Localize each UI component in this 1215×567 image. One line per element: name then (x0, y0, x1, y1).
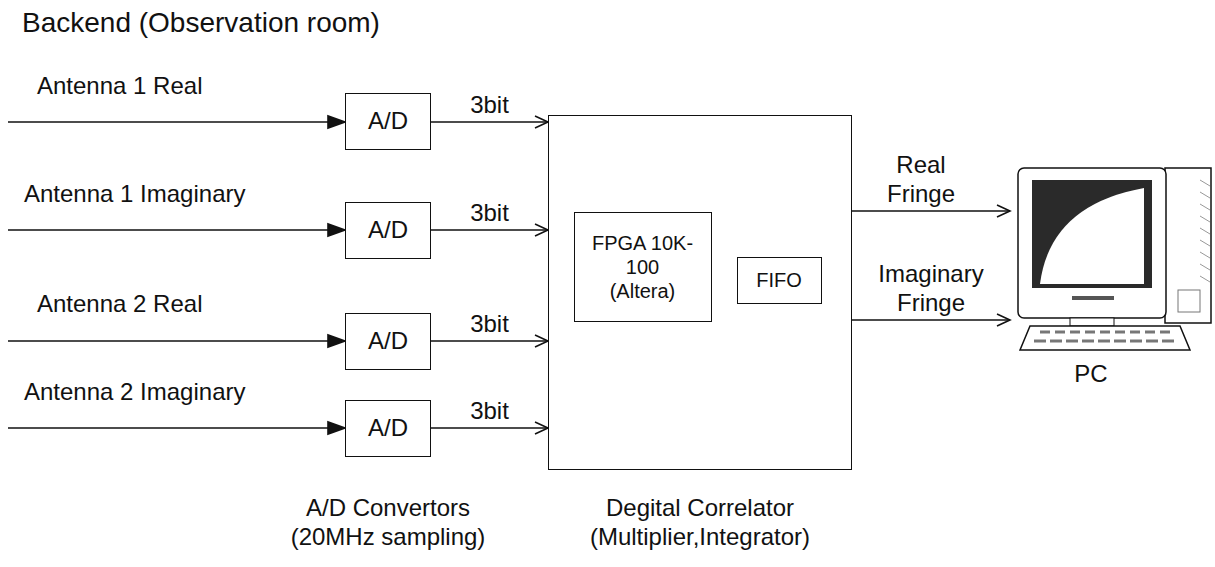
pc-tower (1165, 168, 1211, 323)
keyboard-keys (1100, 331, 1110, 334)
box-text: A/D (368, 414, 408, 443)
keyboard-keys (1040, 331, 1050, 334)
connector (852, 211, 1010, 212)
pc-illustration (1010, 160, 1215, 392)
tower-ridge (1200, 192, 1210, 198)
box-text: A/D (368, 327, 408, 356)
keyboard-keys (1115, 331, 1125, 334)
screen-curve (1040, 188, 1144, 284)
keyboard-keys (1162, 340, 1174, 343)
keyboard-keys (1146, 340, 1158, 343)
signal-name: Antenna 1 Real (37, 72, 202, 101)
keyboard-keys (1082, 340, 1094, 343)
connector-line (431, 229, 548, 231)
keyboard-keys (1114, 340, 1126, 343)
connector (852, 320, 1010, 321)
keyboard-keys (1066, 340, 1078, 343)
arrow-head (535, 422, 548, 434)
monitor-buttons (1072, 296, 1114, 300)
tower-ridge (1200, 180, 1210, 186)
keyboard-keys (1160, 331, 1170, 334)
connector (431, 230, 548, 231)
edge-label: Imaginary Fringe (869, 260, 993, 318)
tower-ridge (1200, 204, 1210, 210)
connector-line (431, 427, 548, 429)
edge-label: 3bit (455, 91, 525, 120)
connector (431, 341, 548, 342)
adc-box: A/D (345, 400, 431, 457)
keyboard-keys (1130, 331, 1140, 334)
tower-ridge (1200, 264, 1210, 270)
connector-line (431, 121, 548, 123)
tower-ridge (1200, 252, 1210, 258)
signal-name: Antenna 2 Real (37, 290, 202, 319)
box-text: FIFO (756, 268, 802, 292)
monitor-stand (1070, 318, 1114, 326)
box-text: FPGA 10K-100 (Altera) (591, 231, 695, 303)
adc-box: A/D (345, 202, 431, 259)
keyboard-keys (1098, 340, 1110, 343)
pc-label: PC (1060, 360, 1122, 389)
group-caption: A/D Convertors (20MHz sampling) (273, 494, 503, 552)
arrow-head (328, 335, 345, 347)
monitor-screen (1032, 180, 1152, 288)
box-caption: Degital Correlator (Multiplier,Integrato… (548, 494, 852, 552)
keyboard-keys (1070, 331, 1080, 334)
input-line (8, 121, 332, 123)
arrow-head (328, 422, 345, 434)
tower-ridge (1200, 228, 1210, 234)
connector-line (431, 340, 548, 342)
arrow-head (328, 224, 345, 236)
connector-line (852, 319, 1010, 321)
input-line (8, 340, 332, 342)
keyboard-keys (1145, 331, 1155, 334)
box-text: A/D (368, 216, 408, 245)
monitor-frame (1018, 168, 1166, 318)
pc-node: PC (1010, 160, 1215, 392)
input-line (8, 427, 332, 429)
signal-name: Antenna 1 Imaginary (24, 180, 245, 209)
fpga-box: FPGA 10K-100 (Altera) (574, 212, 712, 322)
arrow-head (535, 224, 548, 236)
box-text: A/D (368, 107, 408, 136)
edge-label: Real Fringe (879, 151, 963, 209)
keyboard-keys (1050, 340, 1062, 343)
tower-ridge (1200, 240, 1210, 246)
edge-label: 3bit (455, 199, 525, 228)
arrow-head (535, 116, 548, 128)
keyboard (1020, 326, 1190, 350)
connector (431, 122, 548, 123)
adc-box: A/D (345, 93, 431, 150)
correlator-box: Degital Correlator (Multiplier,Integrato… (548, 115, 852, 567)
arrow-head (997, 314, 1010, 326)
keyboard-keys (1055, 331, 1065, 334)
arrow-head (997, 205, 1010, 217)
keyboard-keys (1034, 340, 1046, 343)
diagram-title: Backend (Observation room) (22, 6, 380, 40)
connector (431, 428, 548, 429)
input-line (8, 229, 332, 231)
tower-ridge (1200, 216, 1210, 222)
connector-line (852, 210, 1010, 212)
edge-label: 3bit (455, 397, 525, 426)
arrow-head (328, 116, 345, 128)
adc-box: A/D (345, 313, 431, 370)
arrow-head (535, 335, 548, 347)
fifo-box: FIFO (737, 257, 822, 304)
edge-label: 3bit (455, 310, 525, 339)
keyboard-keys (1085, 331, 1095, 334)
tower-ridge (1200, 276, 1210, 282)
keyboard-keys (1130, 340, 1142, 343)
tower-vent (1178, 290, 1200, 312)
signal-name: Antenna 2 Imaginary (24, 378, 245, 407)
